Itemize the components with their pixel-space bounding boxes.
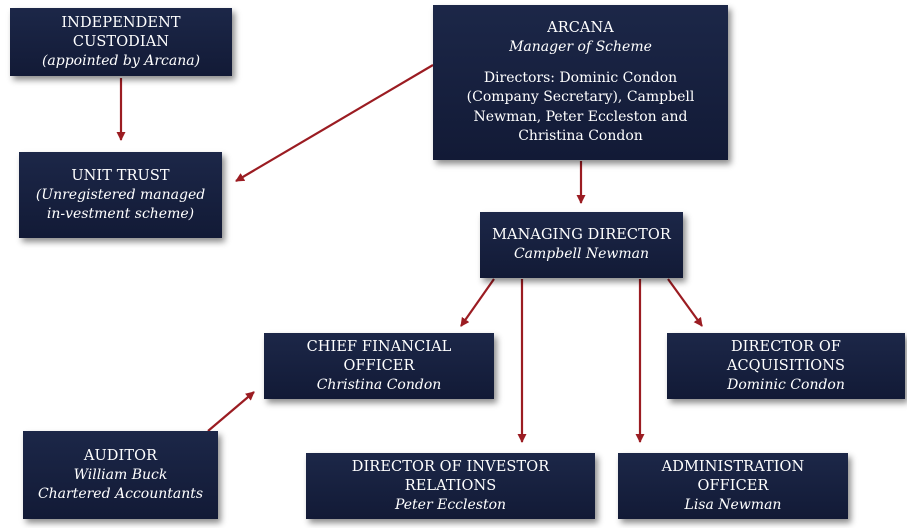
node-arcana: ARCANA Manager of Scheme Directors: Domi… xyxy=(433,5,728,160)
arrow-md-to-cfo xyxy=(460,278,495,327)
admin-title: ADMINISTRATION OFFICER xyxy=(661,458,805,494)
acquisitions-title: DIRECTOR OF ACQUISITIONS xyxy=(726,338,846,374)
node-administration-officer: ADMINISTRATION OFFICER Lisa Newman xyxy=(618,453,848,519)
node-auditor: AUDITOR William Buck Chartered Accountan… xyxy=(23,431,218,519)
cfo-subtitle: Christina Condon xyxy=(316,376,442,393)
investor-relations-subtitle: Peter Eccleston xyxy=(394,496,507,513)
unit-trust-subtitle: (Unregistered managed in-vestment scheme… xyxy=(35,186,206,222)
node-director-of-investor-relations: DIRECTOR OF INVESTOR RELATIONS Peter Ecc… xyxy=(306,453,595,519)
arcana-title: ARCANA xyxy=(547,19,614,36)
node-cfo: CHIEF FINANCIAL OFFICER Christina Condon xyxy=(264,333,494,399)
custodian-subtitle: (appointed by Arcana) xyxy=(41,52,201,69)
managing-director-subtitle: Campbell Newman xyxy=(513,246,650,262)
auditor-subtitle: William Buck xyxy=(73,466,168,483)
investor-relations-title: DIRECTOR OF INVESTOR RELATIONS xyxy=(351,458,550,494)
arrow-arcana-to-unit-trust xyxy=(235,64,434,182)
arrow-md-to-acquisitions xyxy=(667,278,703,327)
node-independent-custodian: INDEPENDENT CUSTODIAN (appointed by Arca… xyxy=(10,8,232,76)
acquisitions-subtitle: Dominic Condon xyxy=(727,376,845,393)
unit-trust-title: UNIT TRUST xyxy=(71,167,170,184)
arrow-auditor-to-cfo xyxy=(207,391,255,432)
admin-subtitle: Lisa Newman xyxy=(684,496,782,513)
arcana-subtitle: Manager of Scheme xyxy=(509,38,652,55)
node-unit-trust: UNIT TRUST (Unregistered managed in-vest… xyxy=(19,152,222,238)
custodian-title: INDEPENDENT CUSTODIAN xyxy=(61,14,181,50)
managing-director-title: MANAGING DIRECTOR xyxy=(492,227,671,243)
auditor-title: AUDITOR xyxy=(83,447,158,464)
auditor-subtitle-2: Chartered Accountants xyxy=(37,485,204,502)
cfo-title: CHIEF FINANCIAL OFFICER xyxy=(306,338,452,374)
node-director-of-acquisitions: DIRECTOR OF ACQUISITIONS Dominic Condon xyxy=(667,333,905,399)
node-managing-director: MANAGING DIRECTOR Campbell Newman xyxy=(480,212,683,278)
arcana-directors: Directors: Dominic Condon (Company Secre… xyxy=(466,69,695,145)
